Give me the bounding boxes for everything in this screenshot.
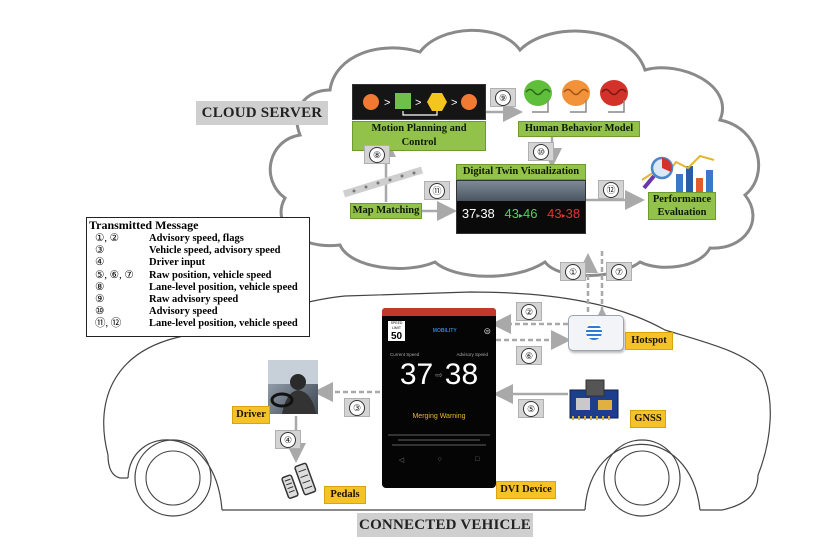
message-value: Advisory speed — [149, 306, 218, 318]
pedals-label: Pedals — [324, 486, 366, 504]
brain-icons — [518, 76, 634, 116]
gnss-label: GNSS — [630, 410, 666, 428]
svg-text:>: > — [451, 97, 457, 109]
twin-readout-3: 43▸38 — [547, 205, 581, 221]
home-nav-icon[interactable]: ○ — [437, 456, 442, 463]
back-nav-icon[interactable]: ◁ — [398, 457, 405, 464]
map-matching-graphic — [342, 164, 424, 198]
message-row: ⑤, ⑥, ⑦ Raw position, vehicle speed — [87, 270, 309, 282]
arrow-label-7: ⑦ — [606, 262, 632, 281]
current-speed-caption: Current Speed — [390, 352, 420, 357]
svg-text:>: > — [415, 97, 421, 109]
message-row: ①, ② Advisory speed, flags — [87, 233, 309, 245]
driver-label: Driver — [232, 406, 270, 424]
speed-limit-sign: SPEED LIMIT 50 — [387, 320, 406, 342]
arrow-label-10: ⑩ — [528, 142, 554, 161]
cloud-server-label: CLOUD SERVER — [196, 101, 328, 125]
arrow-label-6: ⑥ — [516, 346, 542, 365]
driver-photo — [268, 360, 318, 414]
current-speed-value: 37 — [399, 358, 434, 391]
arrow-label-11: ⑪ — [424, 181, 450, 200]
toyota-logo-icon: ⊜ — [483, 325, 491, 336]
hotspot-label: Hotspot — [625, 332, 673, 350]
message-key: ⑨ — [95, 294, 105, 306]
motion-planning-panel: > > > — [352, 84, 486, 120]
advisory-speed-value: 38 — [444, 358, 479, 391]
message-value: Driver input — [149, 257, 206, 269]
arrow-label-8: ⑧ — [364, 145, 390, 164]
performance-chart-icon — [640, 150, 716, 196]
message-row: ⑩ Advisory speed — [87, 306, 309, 318]
message-value: Lane-level position, vehicle speed — [149, 281, 298, 293]
message-value: Raw position, vehicle speed — [149, 269, 272, 281]
message-key: ⑤, ⑥, ⑦ — [95, 269, 134, 281]
message-row: ⑨ Raw advisory speed — [87, 294, 309, 306]
pedals-graphic — [278, 462, 322, 502]
state-machine-icon: > > > — [363, 93, 477, 116]
message-value: Vehicle speed, advisory speed — [149, 245, 281, 257]
message-rows: ①, ② Advisory speed, flags ③ Vehicle speed,… — [87, 233, 309, 331]
arrow-label-12: ⑫ — [598, 180, 624, 199]
message-key: ⑪, ⑫ — [95, 318, 122, 330]
performance-evaluation-label: Performance Evaluation — [648, 192, 716, 220]
digital-twin-screen: 37▸38 43▸46 43▸38 — [456, 180, 586, 234]
map-matching-label: Map Matching — [350, 203, 422, 219]
message-value: Advisory speed, flags — [149, 233, 244, 244]
merging-warning-text: Merging Warning — [412, 413, 466, 420]
transmitted-message-box: Transmitted Message ①, ② Advisory speed, … — [86, 217, 310, 337]
message-row: ③ Vehicle speed, advisory speed — [87, 245, 309, 257]
dvi-brand-text: MOBILITY — [432, 328, 457, 334]
arrow-label-3: ③ — [344, 398, 370, 417]
message-row: ⑪, ⑫ Lane-level position, vehicle speed — [87, 318, 309, 330]
message-key: ⑩ — [95, 306, 105, 318]
arrow-label-5: ⑤ — [518, 399, 544, 418]
svg-text:>: > — [384, 97, 390, 109]
twin-readout-1: 37▸38 — [461, 205, 495, 221]
arrow-label-1: ① — [560, 262, 586, 281]
message-box-title: Transmitted Message — [89, 218, 199, 232]
hotspot-device — [568, 315, 624, 351]
digital-twin-label: Digital Twin Visualization — [456, 164, 586, 180]
message-value: Raw advisory speed — [149, 294, 239, 306]
message-key: ①, ② — [95, 233, 120, 244]
twin-readout-2: 43▸46 — [504, 205, 538, 221]
dvi-device-label: DVI Device — [496, 481, 556, 499]
arrow-label-9: ⑨ — [490, 88, 516, 107]
human-behavior-label: Human Behavior Model — [518, 121, 640, 137]
gnss-module — [568, 378, 622, 422]
speed-arrow-icon: ⇨ — [435, 370, 443, 380]
advisory-speed-caption: Advisory Speed — [456, 352, 488, 357]
message-row: ④ Driver input — [87, 257, 309, 269]
message-key: ③ — [95, 245, 105, 257]
recent-nav-icon[interactable]: □ — [475, 456, 480, 463]
arrow-label-4: ④ — [275, 430, 301, 449]
att-logo-icon — [586, 324, 602, 340]
message-row: ⑧ Lane-level position, vehicle speed — [87, 282, 309, 294]
message-key: ④ — [95, 257, 105, 269]
arrow-label-2: ② — [516, 302, 542, 321]
dvi-device: SPEED LIMIT 50 MOBILITY ⊜ Current Speed … — [382, 308, 496, 488]
connected-vehicle-label: CONNECTED VEHICLE — [357, 513, 533, 537]
message-key: ⑧ — [95, 281, 105, 293]
message-value: Lane-level position, vehicle speed — [149, 318, 298, 330]
